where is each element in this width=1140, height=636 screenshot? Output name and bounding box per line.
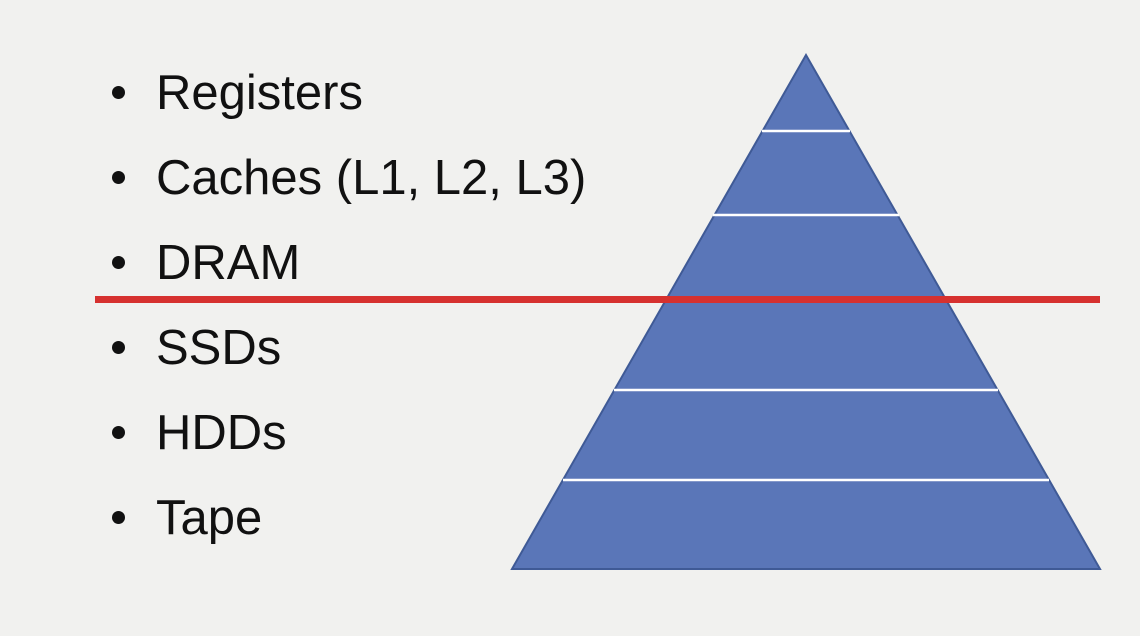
memory-hierarchy-list: Registers Caches (L1, L2, L3) DRAM SSDs …	[100, 50, 586, 560]
list-item-label: DRAM	[156, 235, 301, 290]
list-item-registers: Registers	[100, 50, 586, 135]
list-item-label: HDDs	[156, 405, 287, 460]
list-item-label: Caches (L1, L2, L3)	[156, 150, 587, 205]
list-item-dram: DRAM	[100, 220, 586, 305]
list-item-tape: Tape	[100, 475, 586, 560]
bullet-icon	[112, 171, 125, 184]
memory-storage-divider	[95, 296, 1100, 303]
bullet-icon	[112, 341, 125, 354]
list-item-hdds: HDDs	[100, 390, 586, 475]
bullet-icon	[112, 256, 125, 269]
bullet-icon	[112, 511, 125, 524]
bullet-icon	[112, 86, 125, 99]
list-item-label: Tape	[156, 490, 263, 545]
pyramid-shape	[510, 52, 1102, 570]
list-item-label: Registers	[156, 65, 363, 120]
list-item-ssds: SSDs	[100, 305, 586, 390]
bullet-icon	[112, 426, 125, 439]
list-item-caches: Caches (L1, L2, L3)	[100, 135, 586, 220]
list-item-label: SSDs	[156, 320, 282, 375]
